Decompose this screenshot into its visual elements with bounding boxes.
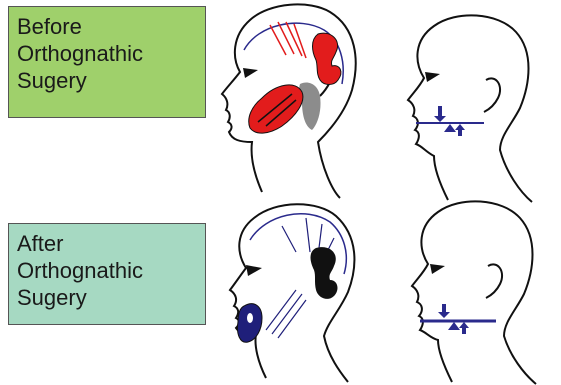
before-muscle-head bbox=[222, 4, 356, 198]
head-outline bbox=[412, 201, 536, 384]
neck-muscle bbox=[311, 247, 338, 299]
ear-icon bbox=[486, 264, 502, 298]
arrow-down-icon bbox=[434, 106, 446, 122]
arrow-up-icon bbox=[455, 124, 465, 136]
arrow-up-icon bbox=[448, 322, 460, 330]
eye-icon bbox=[430, 264, 445, 274]
before-occlusion-head bbox=[408, 15, 532, 202]
temporalis-muscle-lines bbox=[270, 22, 306, 58]
open-bite-arrows bbox=[434, 106, 465, 136]
eye-icon bbox=[425, 72, 440, 82]
masseter-muscle bbox=[249, 85, 303, 133]
neck-muscle bbox=[313, 33, 341, 84]
after-occlusion-head bbox=[412, 201, 536, 384]
eye-icon bbox=[246, 265, 262, 276]
arrow-up-icon bbox=[459, 322, 469, 334]
closed-bite-arrows bbox=[438, 304, 469, 334]
jaw-joint bbox=[299, 83, 320, 131]
arrow-down-icon bbox=[438, 304, 450, 318]
eye-icon bbox=[243, 68, 258, 78]
arrow-up-icon bbox=[444, 124, 456, 132]
head-outline bbox=[408, 15, 532, 202]
masseter-muscle-lines bbox=[266, 290, 306, 338]
ear-icon bbox=[484, 78, 500, 112]
after-muscle-head bbox=[230, 204, 354, 382]
mandible-muscle-hole bbox=[247, 313, 253, 323]
